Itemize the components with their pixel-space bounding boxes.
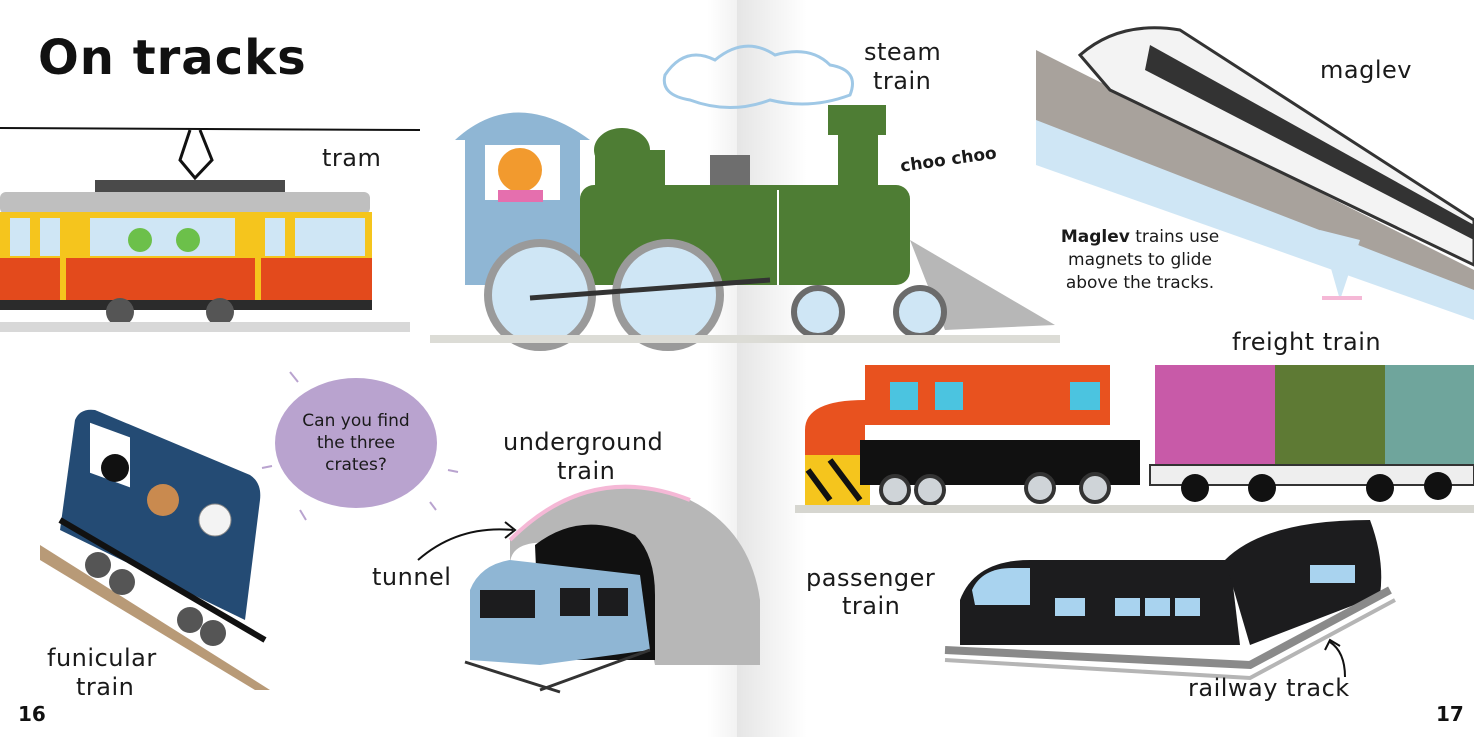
- page-number-left: 16: [18, 702, 46, 726]
- label-steam-train-line1: steam: [864, 38, 942, 66]
- page-number-right: 17: [1436, 702, 1464, 726]
- speech-bubble-text: Can you find the three crates?: [275, 410, 437, 476]
- freight-train-illustration: [795, 365, 1474, 513]
- bubble-line2: the three: [316, 433, 396, 453]
- label-funicular-train-line2: train: [76, 673, 135, 701]
- label-railway-track: railway track: [1188, 674, 1350, 702]
- maglev-note-line1-rest: trains use: [1129, 227, 1220, 247]
- bubble-line1: Can you find: [302, 411, 410, 431]
- maglev-note-line3: above the tracks.: [1065, 273, 1215, 293]
- bubble-line3: crates?: [325, 455, 387, 475]
- bubble-rays: [261, 371, 459, 521]
- tram-illustration: [0, 127, 421, 332]
- label-steam-train-line2: train: [873, 67, 932, 95]
- label-passenger-train-line2: train: [842, 592, 901, 620]
- label-underground-train-line2: train: [557, 457, 616, 485]
- maglev-fact-note: Maglev trains use magnets to glide above…: [1040, 226, 1240, 295]
- underground-train-illustration: [417, 484, 760, 694]
- funicular-train-illustration: [40, 409, 270, 690]
- maglev-illustration: [1036, 26, 1474, 320]
- maglev-note-line1: Maglev trains use: [1040, 226, 1240, 249]
- label-tunnel: tunnel: [372, 563, 452, 591]
- label-funicular-train-line1: funicular: [47, 644, 157, 672]
- label-maglev: maglev: [1320, 56, 1412, 84]
- label-passenger-train-line1: passenger: [806, 564, 936, 592]
- maglev-note-line2: magnets to glide: [1068, 250, 1212, 270]
- passenger-train-illustration: [944, 520, 1396, 681]
- page-title: On tracks: [38, 30, 307, 86]
- label-underground-train-line1: underground: [503, 428, 664, 456]
- left-page: [707, 0, 737, 737]
- label-freight-train: freight train: [1232, 328, 1382, 356]
- label-tram: tram: [322, 144, 382, 172]
- maglev-note-bold: Maglev: [1060, 227, 1130, 247]
- speech-bubble: [275, 378, 437, 508]
- steam-train-illustration: [430, 44, 1060, 351]
